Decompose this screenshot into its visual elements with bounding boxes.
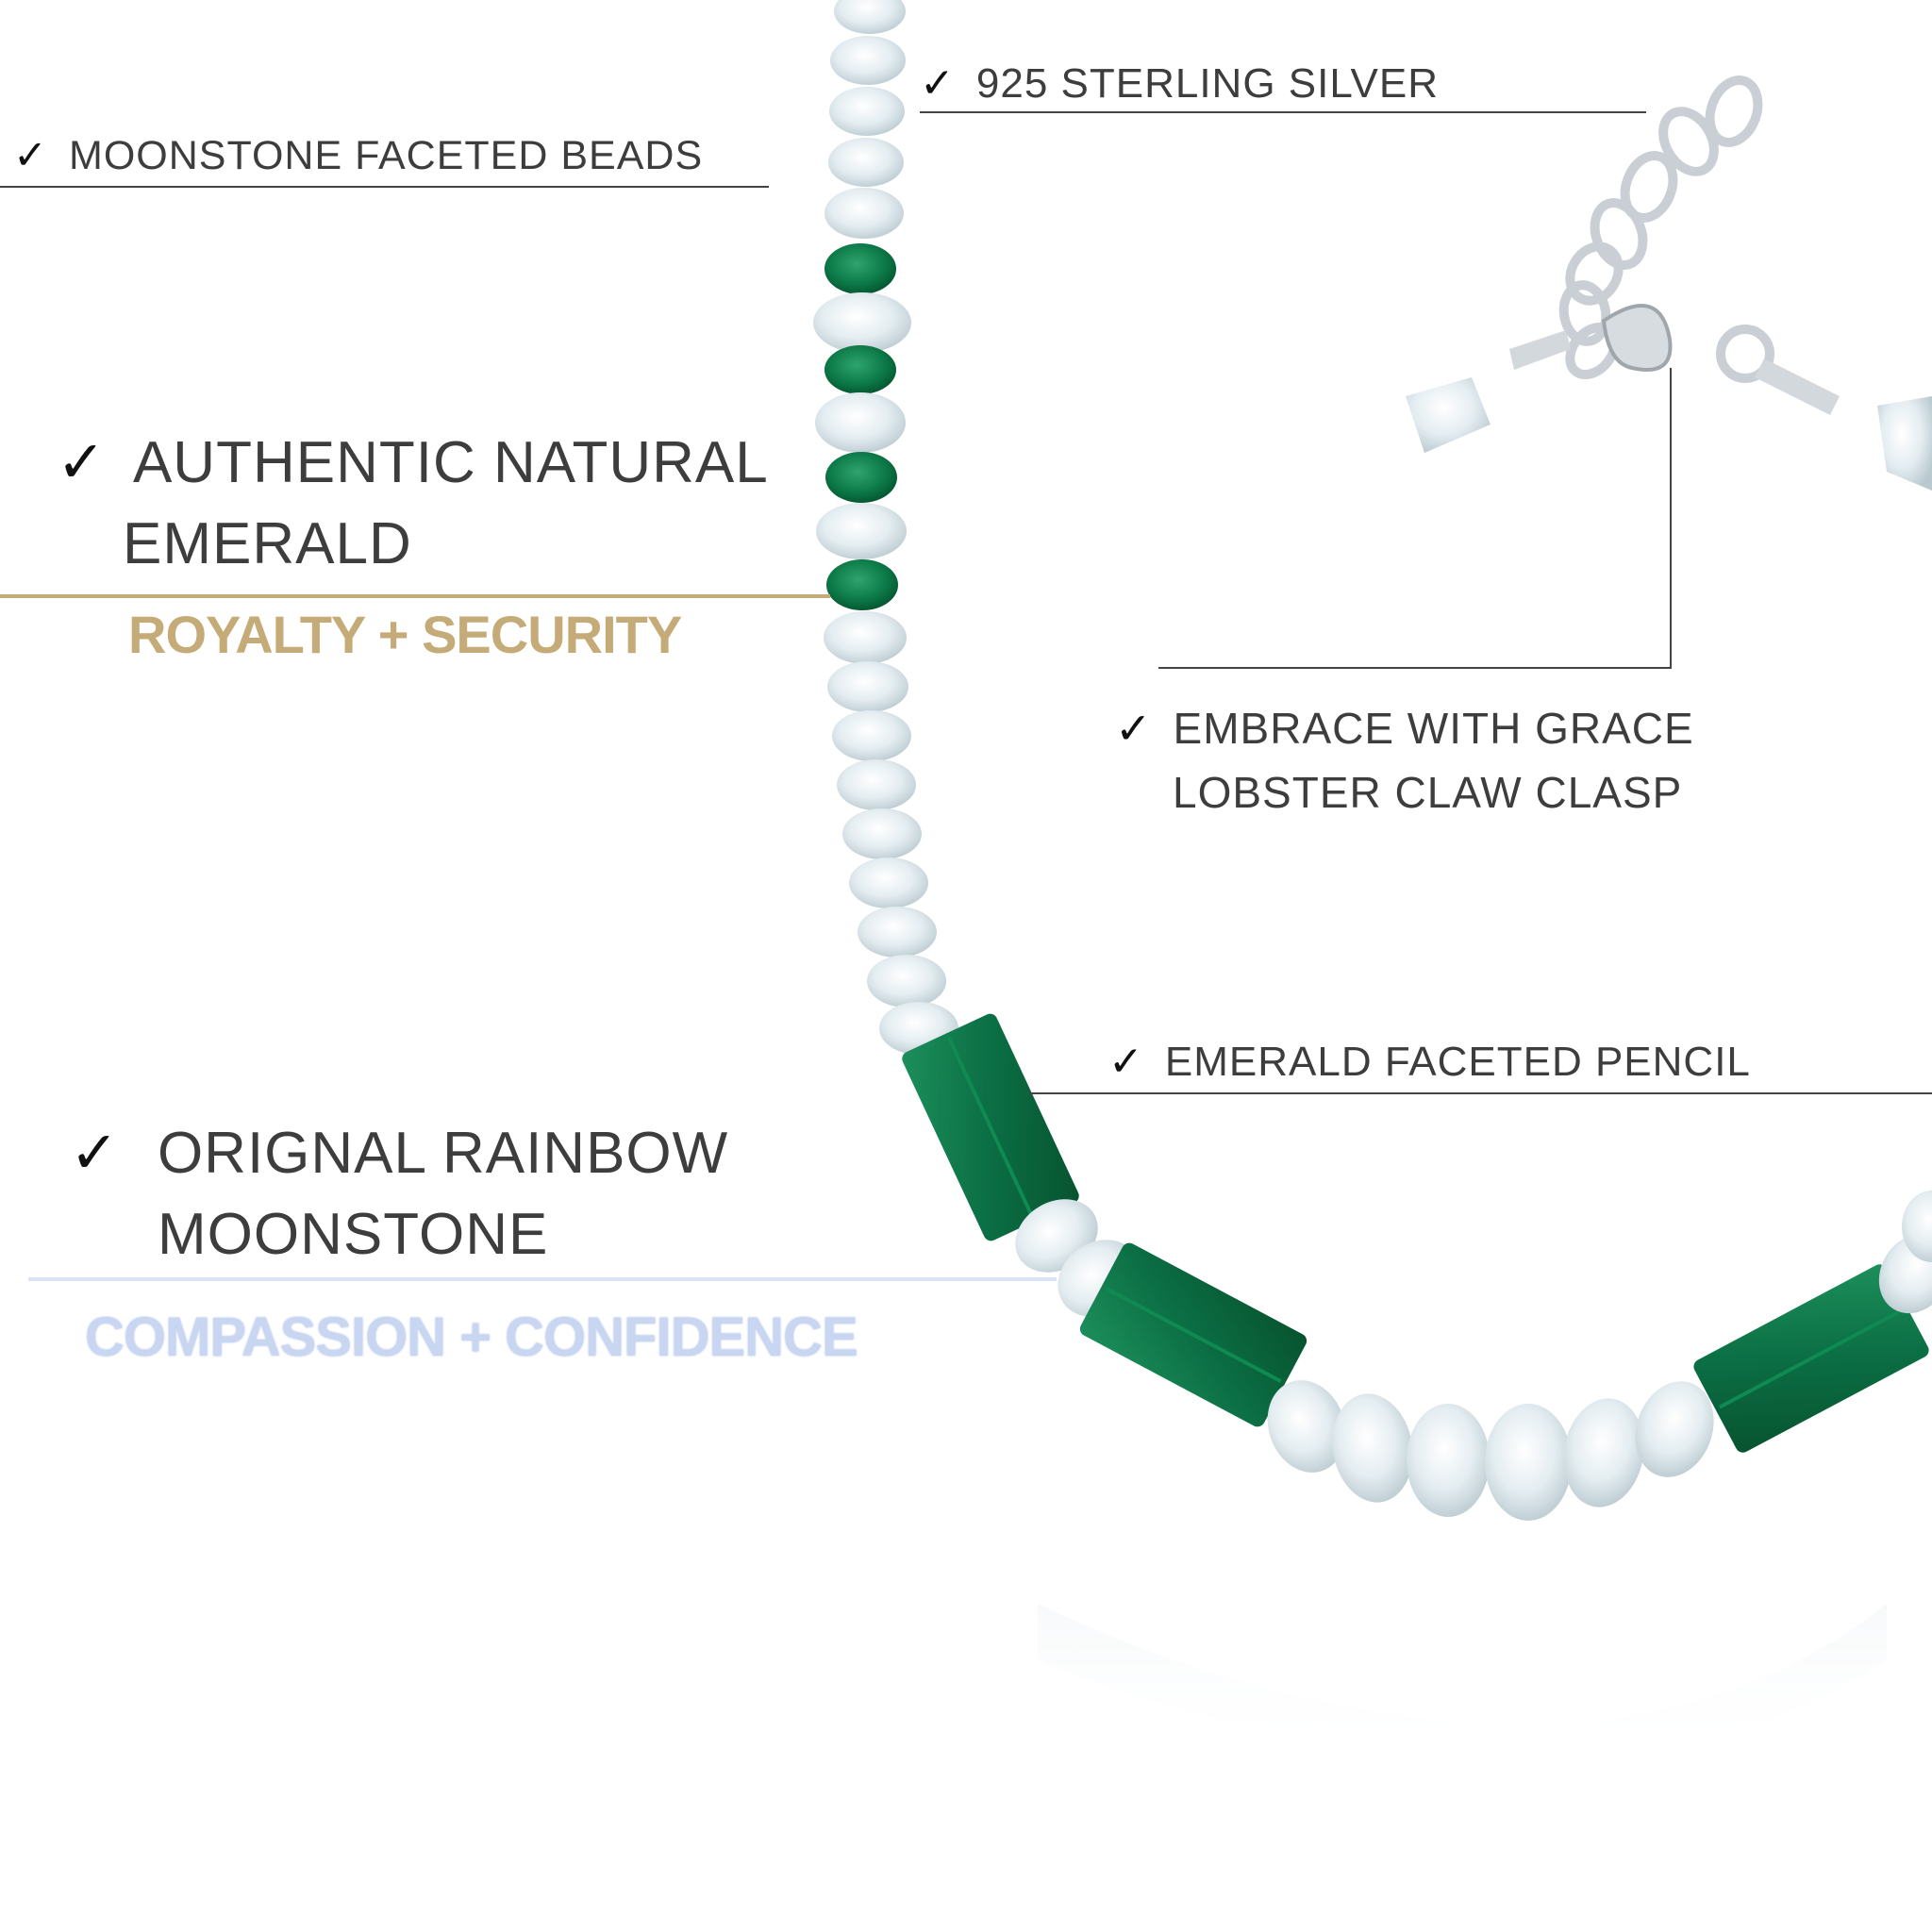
moonstone-bead — [830, 36, 906, 85]
callout-clasp: ✓ EMBRACE WITH GRACE LOBSTER CLAW CLASP — [1115, 696, 1694, 824]
moonstone-bead — [1878, 1233, 1932, 1314]
callout-text: MOONSTONE FACETED BEADS — [69, 133, 704, 178]
moonstone-bead — [1563, 1398, 1644, 1507]
moonstone-bead — [813, 292, 911, 353]
emerald-pencil-bead — [1079, 1242, 1307, 1427]
connector-line — [1670, 368, 1672, 668]
emerald-tagline: ROYALTY + SECURITY — [128, 605, 682, 664]
moonstone-bead — [824, 611, 907, 664]
callout-text: EMERALD FACETED PENCIL — [1164, 1039, 1751, 1085]
moonstone-bead — [829, 87, 905, 136]
check-icon: ✓ — [70, 1121, 120, 1186]
divider-line — [1028, 1092, 1932, 1094]
moonstone-bead — [827, 661, 908, 712]
moonstone-bead — [816, 503, 907, 559]
callout-emerald: ✓ AUTHENTIC NATURAL EMERALD — [57, 423, 769, 585]
bead-strand — [813, 0, 958, 1055]
callout-line-1: ORIGNAL RAINBOW — [157, 1121, 729, 1186]
callout-line-1: AUTHENTIC NATURAL — [132, 430, 769, 495]
check-icon: ✓ — [1115, 704, 1153, 753]
emerald-bead — [825, 452, 897, 503]
emerald-pencil-bead — [902, 1013, 1079, 1241]
moonstone-bead — [837, 759, 916, 810]
moonstone-bead — [824, 188, 904, 239]
lobster-clasp — [1406, 304, 1932, 491]
check-icon: ✓ — [920, 60, 956, 107]
moonstone-tagline: COMPASSION + CONFIDENCE — [85, 1307, 858, 1368]
emerald-bead — [824, 345, 896, 394]
callout-moonstone-beads: ✓ MOONSTONE FACETED BEADS — [13, 132, 703, 179]
divider-line — [0, 186, 769, 188]
check-icon: ✓ — [57, 430, 107, 495]
moonstone-bead — [1485, 1404, 1572, 1521]
callout-line-2: EMERALD — [123, 511, 412, 576]
moonstone-bead — [1267, 1380, 1346, 1473]
callout-text: 925 STERLING SILVER — [975, 60, 1440, 107]
callout-line-2: MOONSTONE — [158, 1202, 549, 1267]
check-icon: ✓ — [13, 133, 49, 178]
emerald-bead — [824, 243, 896, 294]
divider-line — [0, 594, 830, 598]
check-icon: ✓ — [1108, 1039, 1144, 1085]
divider-line — [920, 111, 1646, 113]
bead-curve — [902, 1013, 1932, 1521]
moonstone-bead — [815, 392, 906, 453]
callout-sterling-silver: ✓ 925 STERLING SILVER — [920, 59, 1439, 108]
moonstone-bead — [828, 138, 904, 187]
reflection — [1038, 1604, 1887, 1764]
moonstone-bead — [1332, 1393, 1413, 1503]
moonstone-bead — [849, 858, 928, 908]
moonstone-bead — [832, 710, 911, 761]
moonstone-bead — [867, 955, 946, 1008]
moonstone-bead — [858, 907, 937, 958]
divider-line — [28, 1277, 1057, 1281]
moonstone-bead — [1902, 1191, 1932, 1262]
divider-line — [1158, 667, 1672, 669]
silver-chain — [1558, 75, 1763, 380]
emerald-pencil-bead — [1693, 1264, 1929, 1453]
moonstone-bead — [1407, 1404, 1490, 1517]
callout-rainbow-moonstone: ✓ ORIGNAL RAINBOW MOONSTONE — [70, 1113, 728, 1275]
callout-line-2: LOBSTER CLAW CLASP — [1173, 768, 1683, 817]
callout-line-1: EMBRACE WITH GRACE — [1173, 704, 1694, 753]
moonstone-bead — [834, 0, 906, 34]
callout-emerald-pencil: ✓ EMERALD FACETED PENCIL — [1108, 1038, 1751, 1086]
moonstone-bead — [842, 808, 922, 859]
moonstone-bead — [1635, 1381, 1714, 1477]
emerald-bead — [826, 559, 898, 610]
